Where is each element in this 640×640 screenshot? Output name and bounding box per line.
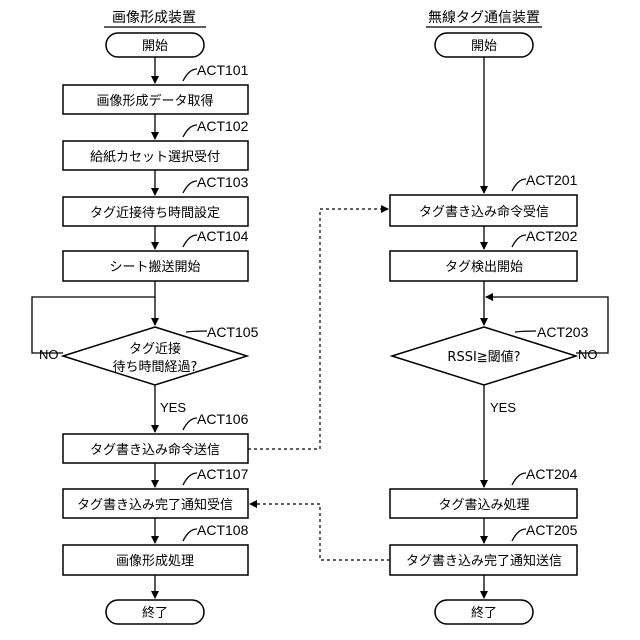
step-act107-id: ACT107: [197, 466, 249, 482]
right-end-label: 終了: [471, 605, 497, 621]
decision-act203-no-label: NO: [578, 347, 598, 362]
dashed-arrow-write-complete: [250, 504, 390, 560]
step-act106-id: ACT106: [197, 411, 249, 427]
decision-act203-leader: [515, 331, 536, 332]
left-end-label: 終了: [142, 605, 168, 621]
step-act101-leader: [183, 69, 197, 81]
step-act204-id: ACT204: [526, 466, 578, 482]
step-act101-text: 画像形成データ取得: [96, 93, 213, 109]
step-act108-text: 画像形成処理: [116, 554, 194, 569]
step-act104-leader: [183, 235, 197, 247]
step-act205-leader: [512, 529, 526, 541]
left-start-label: 開始: [142, 39, 168, 54]
step-act106-text: タグ書き込み命令送信: [90, 442, 220, 458]
step-act103-id: ACT103: [197, 174, 249, 190]
step-act204-text: タグ書込み処理: [438, 498, 529, 513]
step-act104-text: シート搬送開始: [109, 260, 200, 275]
step-act103-leader: [183, 181, 197, 193]
decision-act105-line2: 待ち時間経過?: [113, 360, 198, 375]
decision-act203-text: RSSI≧閾値?: [447, 349, 520, 365]
step-act201-leader: [512, 179, 526, 191]
decision-act105-leader: [186, 331, 207, 332]
step-act101-id: ACT101: [197, 62, 249, 78]
step-act108-id: ACT108: [197, 522, 249, 538]
step-act107-text: タグ書き込み完了通知受信: [77, 497, 233, 513]
step-act102-leader: [183, 125, 197, 137]
right-start-label: 開始: [471, 39, 497, 54]
step-act102-id: ACT102: [197, 118, 249, 134]
decision-act105-no-label: NO: [39, 347, 59, 362]
step-act202-id: ACT202: [526, 228, 578, 244]
step-act107-leader: [183, 473, 197, 485]
step-act102-text: 給紙カセット選択受付: [90, 150, 220, 165]
decision-act203-yes-label: YES: [490, 400, 516, 415]
step-act108-leader: [183, 529, 197, 541]
step-act202-leader: [512, 235, 526, 247]
step-act201-id: ACT201: [526, 172, 578, 188]
step-act106-leader: [183, 418, 197, 430]
decision-act105-line1: タグ近接: [129, 341, 181, 357]
step-act202-text: タグ検出開始: [445, 260, 523, 275]
step-act104-id: ACT104: [197, 228, 249, 244]
step-act103-text: タグ近接待ち時間設定: [90, 205, 220, 221]
step-act205-id: ACT205: [526, 522, 578, 538]
left-flow-title: 画像形成装置: [112, 10, 196, 26]
decision-act203-id: ACT203: [537, 324, 589, 340]
dashed-arrow-write-command: [248, 209, 388, 449]
right-flow-title: 無線タグ通信装置: [428, 10, 540, 26]
decision-act105-id: ACT105: [207, 324, 259, 340]
step-act205-text: タグ書き込み完了通知送信: [406, 553, 562, 569]
step-act204-leader: [512, 473, 526, 485]
step-act201-text: タグ書き込み命令受信: [419, 204, 549, 220]
decision-act105-yes-label: YES: [160, 400, 186, 415]
